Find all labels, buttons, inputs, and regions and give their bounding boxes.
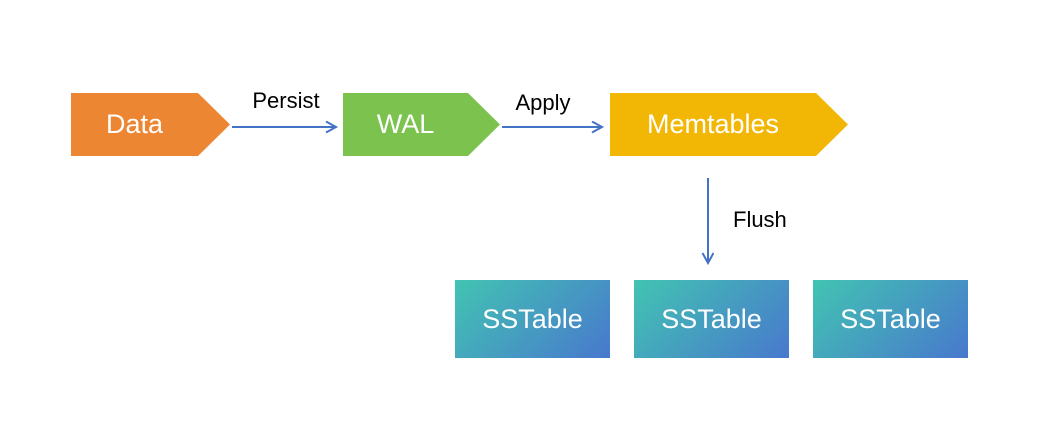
node-sstable-2: SSTable <box>634 280 789 358</box>
node-sstable-1-label: SSTable <box>482 303 583 334</box>
node-memtables-label: Memtables <box>646 109 780 139</box>
edge-label-apply: Apply <box>515 90 571 115</box>
node-wal-label: WAL <box>376 109 435 139</box>
node-data-label: Data <box>105 109 164 139</box>
node-sstable-1: SSTable <box>455 280 610 358</box>
node-wal: WAL <box>343 93 500 156</box>
node-sstable-3-label: SSTable <box>840 303 941 334</box>
edge-label-persist: Persist <box>252 88 320 113</box>
node-memtables: Memtables <box>610 93 848 156</box>
edge-label-flush: Flush <box>733 207 787 232</box>
node-sstable-3: SSTable <box>813 280 968 358</box>
node-sstable-2-label: SSTable <box>661 303 762 334</box>
node-data: Data <box>71 93 230 156</box>
